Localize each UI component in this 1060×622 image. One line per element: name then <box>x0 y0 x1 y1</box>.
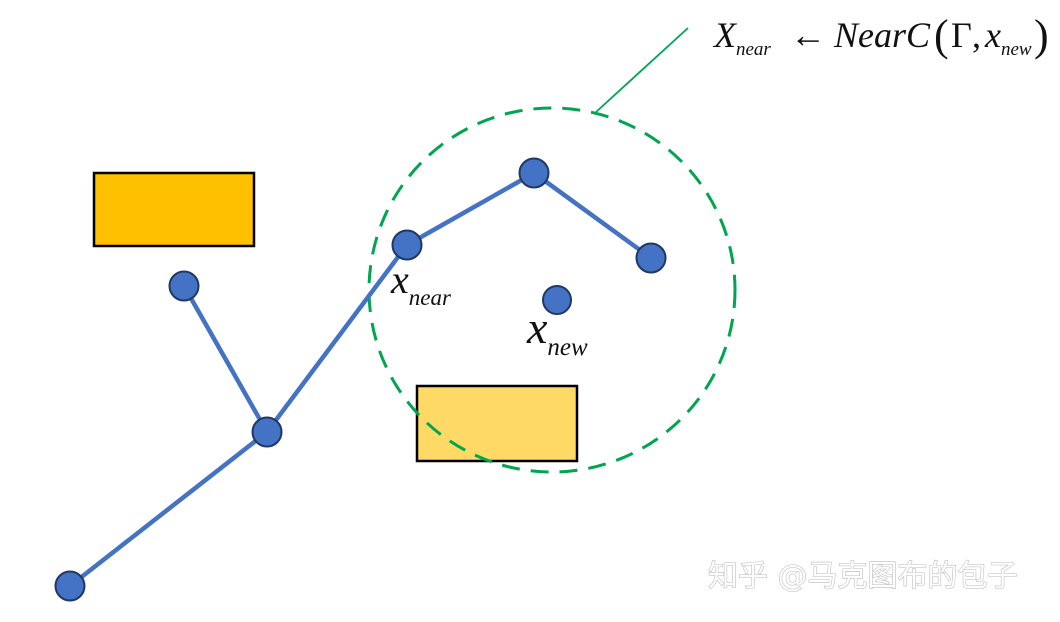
watermark: 知乎 @马克图布的包子 <box>708 559 1018 594</box>
tree-edge <box>264 242 410 435</box>
formula-x: x <box>984 15 1001 55</box>
formula-callout: Xnear ← NearC ( Γ , xnew ) <box>712 11 1049 60</box>
obstacle-lower <box>415 384 579 463</box>
svg-text:Xnear: Xnear <box>712 15 771 60</box>
tree-edge <box>67 429 270 589</box>
formula-x-sub: new <box>1001 39 1032 60</box>
new-node <box>542 285 572 315</box>
formula-func: NearC <box>833 15 931 55</box>
near-region-circle <box>367 106 737 474</box>
formula-X: X <box>712 15 738 55</box>
formula-comma: , <box>972 15 981 55</box>
tree-edge <box>404 170 537 248</box>
tree-node <box>168 270 200 302</box>
tree-nodes <box>54 157 667 602</box>
tree-node-root <box>54 570 86 602</box>
formula-arrow: ← <box>790 15 826 55</box>
tree-edge <box>181 283 270 435</box>
formula-close-paren: ) <box>1034 11 1049 60</box>
formula-open-paren: ( <box>934 11 949 60</box>
x-near-sub: near <box>409 285 452 310</box>
obstacle-upper-left <box>92 171 256 248</box>
tree-edges <box>67 170 654 589</box>
tree-node <box>518 157 550 189</box>
x-new-main: x <box>526 302 548 353</box>
callout-leader-line <box>595 27 689 113</box>
x-new-sub: new <box>547 334 588 361</box>
x-new-label: xnew <box>526 302 588 361</box>
tree-node <box>635 242 667 274</box>
formula-gamma: Γ <box>951 15 972 55</box>
x-near-label: xnear <box>390 257 452 310</box>
svg-text:xnew: xnew <box>984 15 1032 60</box>
tree-edge <box>531 170 654 261</box>
formula-X-sub: near <box>736 39 771 60</box>
tree-node <box>251 416 283 448</box>
tree-node-near <box>391 229 423 261</box>
x-near-main: x <box>390 257 409 302</box>
